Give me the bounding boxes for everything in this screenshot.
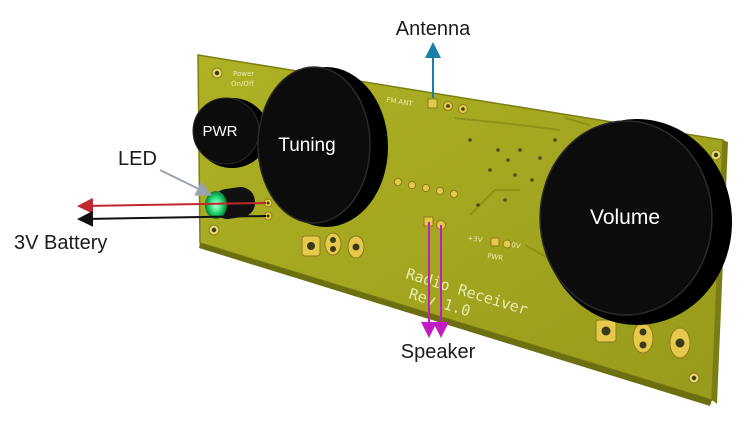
battery-positive-arrow bbox=[77, 197, 267, 214]
tuning-knob: Tuning bbox=[257, 66, 388, 227]
antenna-callout: Antenna bbox=[396, 18, 471, 98]
tuning-pot-pads bbox=[301, 232, 365, 259]
speaker-label: Speaker bbox=[401, 341, 476, 363]
header-pads bbox=[393, 177, 459, 199]
volume-pot-pads bbox=[595, 319, 691, 359]
antenna-label: Antenna bbox=[396, 18, 471, 40]
silk-0v: 0V bbox=[511, 241, 522, 250]
antenna-pads bbox=[427, 98, 468, 114]
silk-plus3v: +3V bbox=[467, 234, 483, 244]
mounting-holes bbox=[208, 67, 722, 384]
volume-knob: Volume bbox=[539, 119, 732, 325]
silk-power: Power bbox=[233, 70, 254, 78]
led-label: LED bbox=[118, 148, 157, 170]
power-pads bbox=[490, 237, 512, 249]
pwr-knob: PWR bbox=[192, 97, 269, 168]
tuning-knob-label: Tuning bbox=[278, 135, 335, 156]
battery-label: 3V Battery bbox=[14, 232, 107, 254]
speaker-callout: Speaker bbox=[401, 222, 476, 363]
volume-knob-label: Volume bbox=[590, 206, 660, 229]
silk-onoff: On/Off bbox=[231, 80, 254, 88]
led-pointer-arrow bbox=[159, 169, 213, 196]
led-callout: LED bbox=[118, 148, 213, 196]
battery-negative-arrow bbox=[77, 210, 267, 227]
battery-callout: 3V Battery bbox=[14, 197, 267, 254]
pwr-knob-label: PWR bbox=[203, 123, 238, 140]
silk-pwr: PWR bbox=[487, 252, 504, 262]
